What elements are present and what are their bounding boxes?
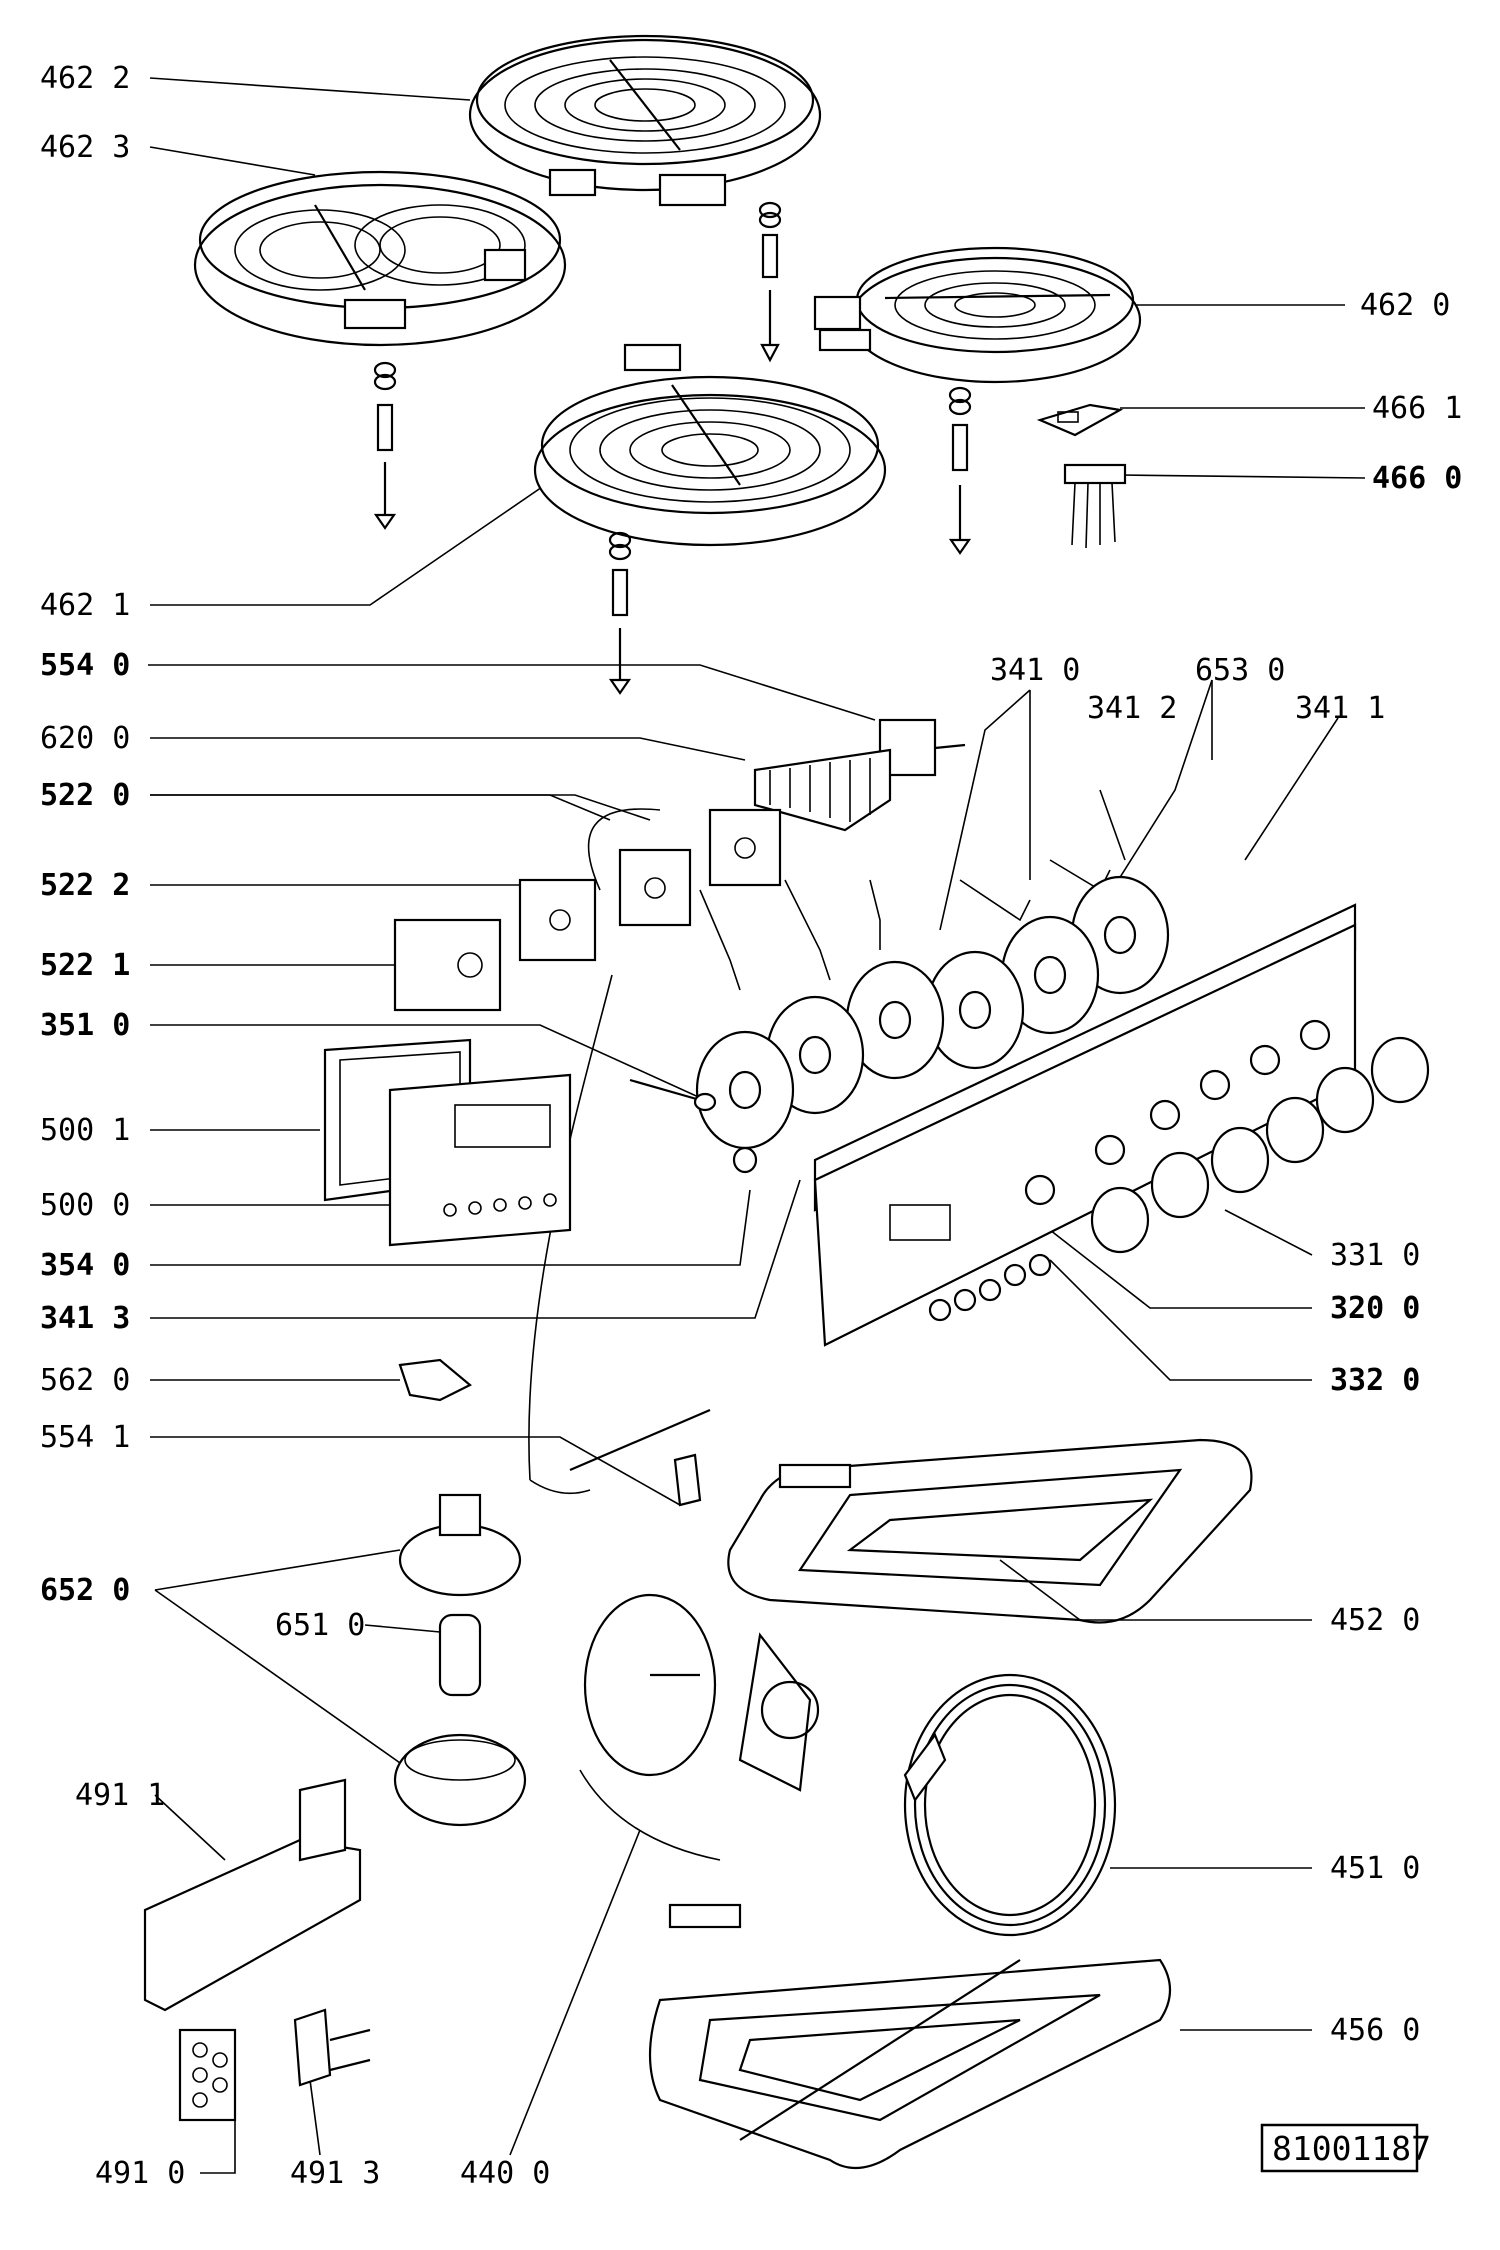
terminal-4910 bbox=[178, 2028, 237, 2122]
terminal-4660 bbox=[1063, 463, 1127, 549]
hotplate-4622 bbox=[468, 34, 822, 207]
label-6530: 653 0 bbox=[1195, 653, 1285, 688]
label-3320: 332 0 bbox=[1330, 1363, 1420, 1398]
label-3510: 351 0 bbox=[40, 1008, 130, 1043]
fastener-stack-right bbox=[948, 386, 972, 555]
label-4661: 466 1 bbox=[1372, 391, 1462, 426]
disks bbox=[695, 875, 1170, 1150]
label-4510: 451 0 bbox=[1330, 1851, 1420, 1886]
control-panel-3200 bbox=[813, 903, 1357, 1347]
part-labels: 462 2 462 3 462 0 466 1 466 0 462 1 554 … bbox=[40, 61, 1462, 2191]
label-3412: 341 2 bbox=[1087, 691, 1177, 726]
clamp-4913 bbox=[293, 2008, 371, 2087]
grill-element-4520 bbox=[727, 1438, 1253, 1624]
label-4560: 456 0 bbox=[1330, 2013, 1420, 2048]
label-4621: 462 1 bbox=[40, 588, 130, 623]
regulator-5221 bbox=[393, 918, 502, 1012]
label-4400: 440 0 bbox=[460, 2156, 550, 2191]
label-5001: 500 1 bbox=[40, 1113, 130, 1148]
label-6510: 651 0 bbox=[275, 1608, 365, 1643]
fastener-stack-bottom bbox=[608, 531, 632, 695]
label-4911: 491 1 bbox=[75, 1778, 165, 1813]
label-3411: 341 1 bbox=[1295, 691, 1385, 726]
label-4910: 491 0 bbox=[95, 2156, 185, 2191]
hotplate-4621 bbox=[533, 343, 887, 547]
label-5000: 500 0 bbox=[40, 1188, 130, 1223]
label-5222: 522 2 bbox=[40, 868, 130, 903]
label-4622: 462 2 bbox=[40, 61, 130, 96]
circular-element-4510 bbox=[903, 1673, 1117, 1937]
lamp-3510 bbox=[629, 1078, 717, 1112]
label-5540: 554 0 bbox=[40, 648, 130, 683]
bracket-5620 bbox=[398, 1358, 472, 1402]
hotplate-4620 bbox=[813, 246, 1142, 384]
knobs-3310 bbox=[1090, 1036, 1430, 1254]
leader-lines bbox=[148, 77, 1366, 2174]
label-5221: 522 1 bbox=[40, 948, 130, 983]
timer-5000 bbox=[388, 1073, 572, 1247]
label-5620: 562 0 bbox=[40, 1363, 130, 1398]
indicator-3540 bbox=[732, 1146, 758, 1174]
label-3200: 320 0 bbox=[1330, 1291, 1420, 1326]
fan-motor bbox=[579, 1593, 820, 1861]
document-number-box: 81001187 bbox=[1260, 2123, 1431, 2173]
switch-5540 bbox=[878, 718, 966, 777]
bottom-element-4560 bbox=[648, 1903, 1171, 2170]
label-4520: 452 0 bbox=[1330, 1603, 1420, 1638]
lamp-holder-6520 bbox=[393, 1493, 527, 1827]
bracket-4911 bbox=[143, 1778, 362, 2012]
label-4913: 491 3 bbox=[290, 2156, 380, 2191]
buttons-3320 bbox=[928, 1253, 1052, 1322]
hotplate-4623 bbox=[193, 170, 567, 347]
label-3413: 341 3 bbox=[40, 1301, 130, 1336]
label-3540: 354 0 bbox=[40, 1248, 130, 1283]
fastener-stack-center bbox=[758, 201, 782, 363]
terminal-block-6200 bbox=[753, 748, 892, 832]
label-4620: 462 0 bbox=[1360, 288, 1450, 323]
fastener-stack-left bbox=[373, 361, 397, 530]
regulator-5220a bbox=[708, 808, 782, 887]
label-3310: 331 0 bbox=[1330, 1238, 1420, 1273]
label-6520: 652 0 bbox=[40, 1573, 130, 1608]
bracket-4661 bbox=[1036, 403, 1124, 437]
label-5220: 522 0 bbox=[40, 778, 130, 813]
sensor-5541 bbox=[569, 1408, 711, 1507]
lamp-6510 bbox=[438, 1613, 482, 1697]
label-6200: 620 0 bbox=[40, 721, 130, 756]
label-4623: 462 3 bbox=[40, 130, 130, 165]
document-number: 81001187 bbox=[1272, 2129, 1431, 2168]
label-4660: 466 0 bbox=[1372, 461, 1462, 496]
label-3410: 341 0 bbox=[990, 653, 1080, 688]
regulator-5220b bbox=[618, 848, 692, 927]
regulator-5222 bbox=[518, 878, 597, 962]
label-5541: 554 1 bbox=[40, 1420, 130, 1455]
